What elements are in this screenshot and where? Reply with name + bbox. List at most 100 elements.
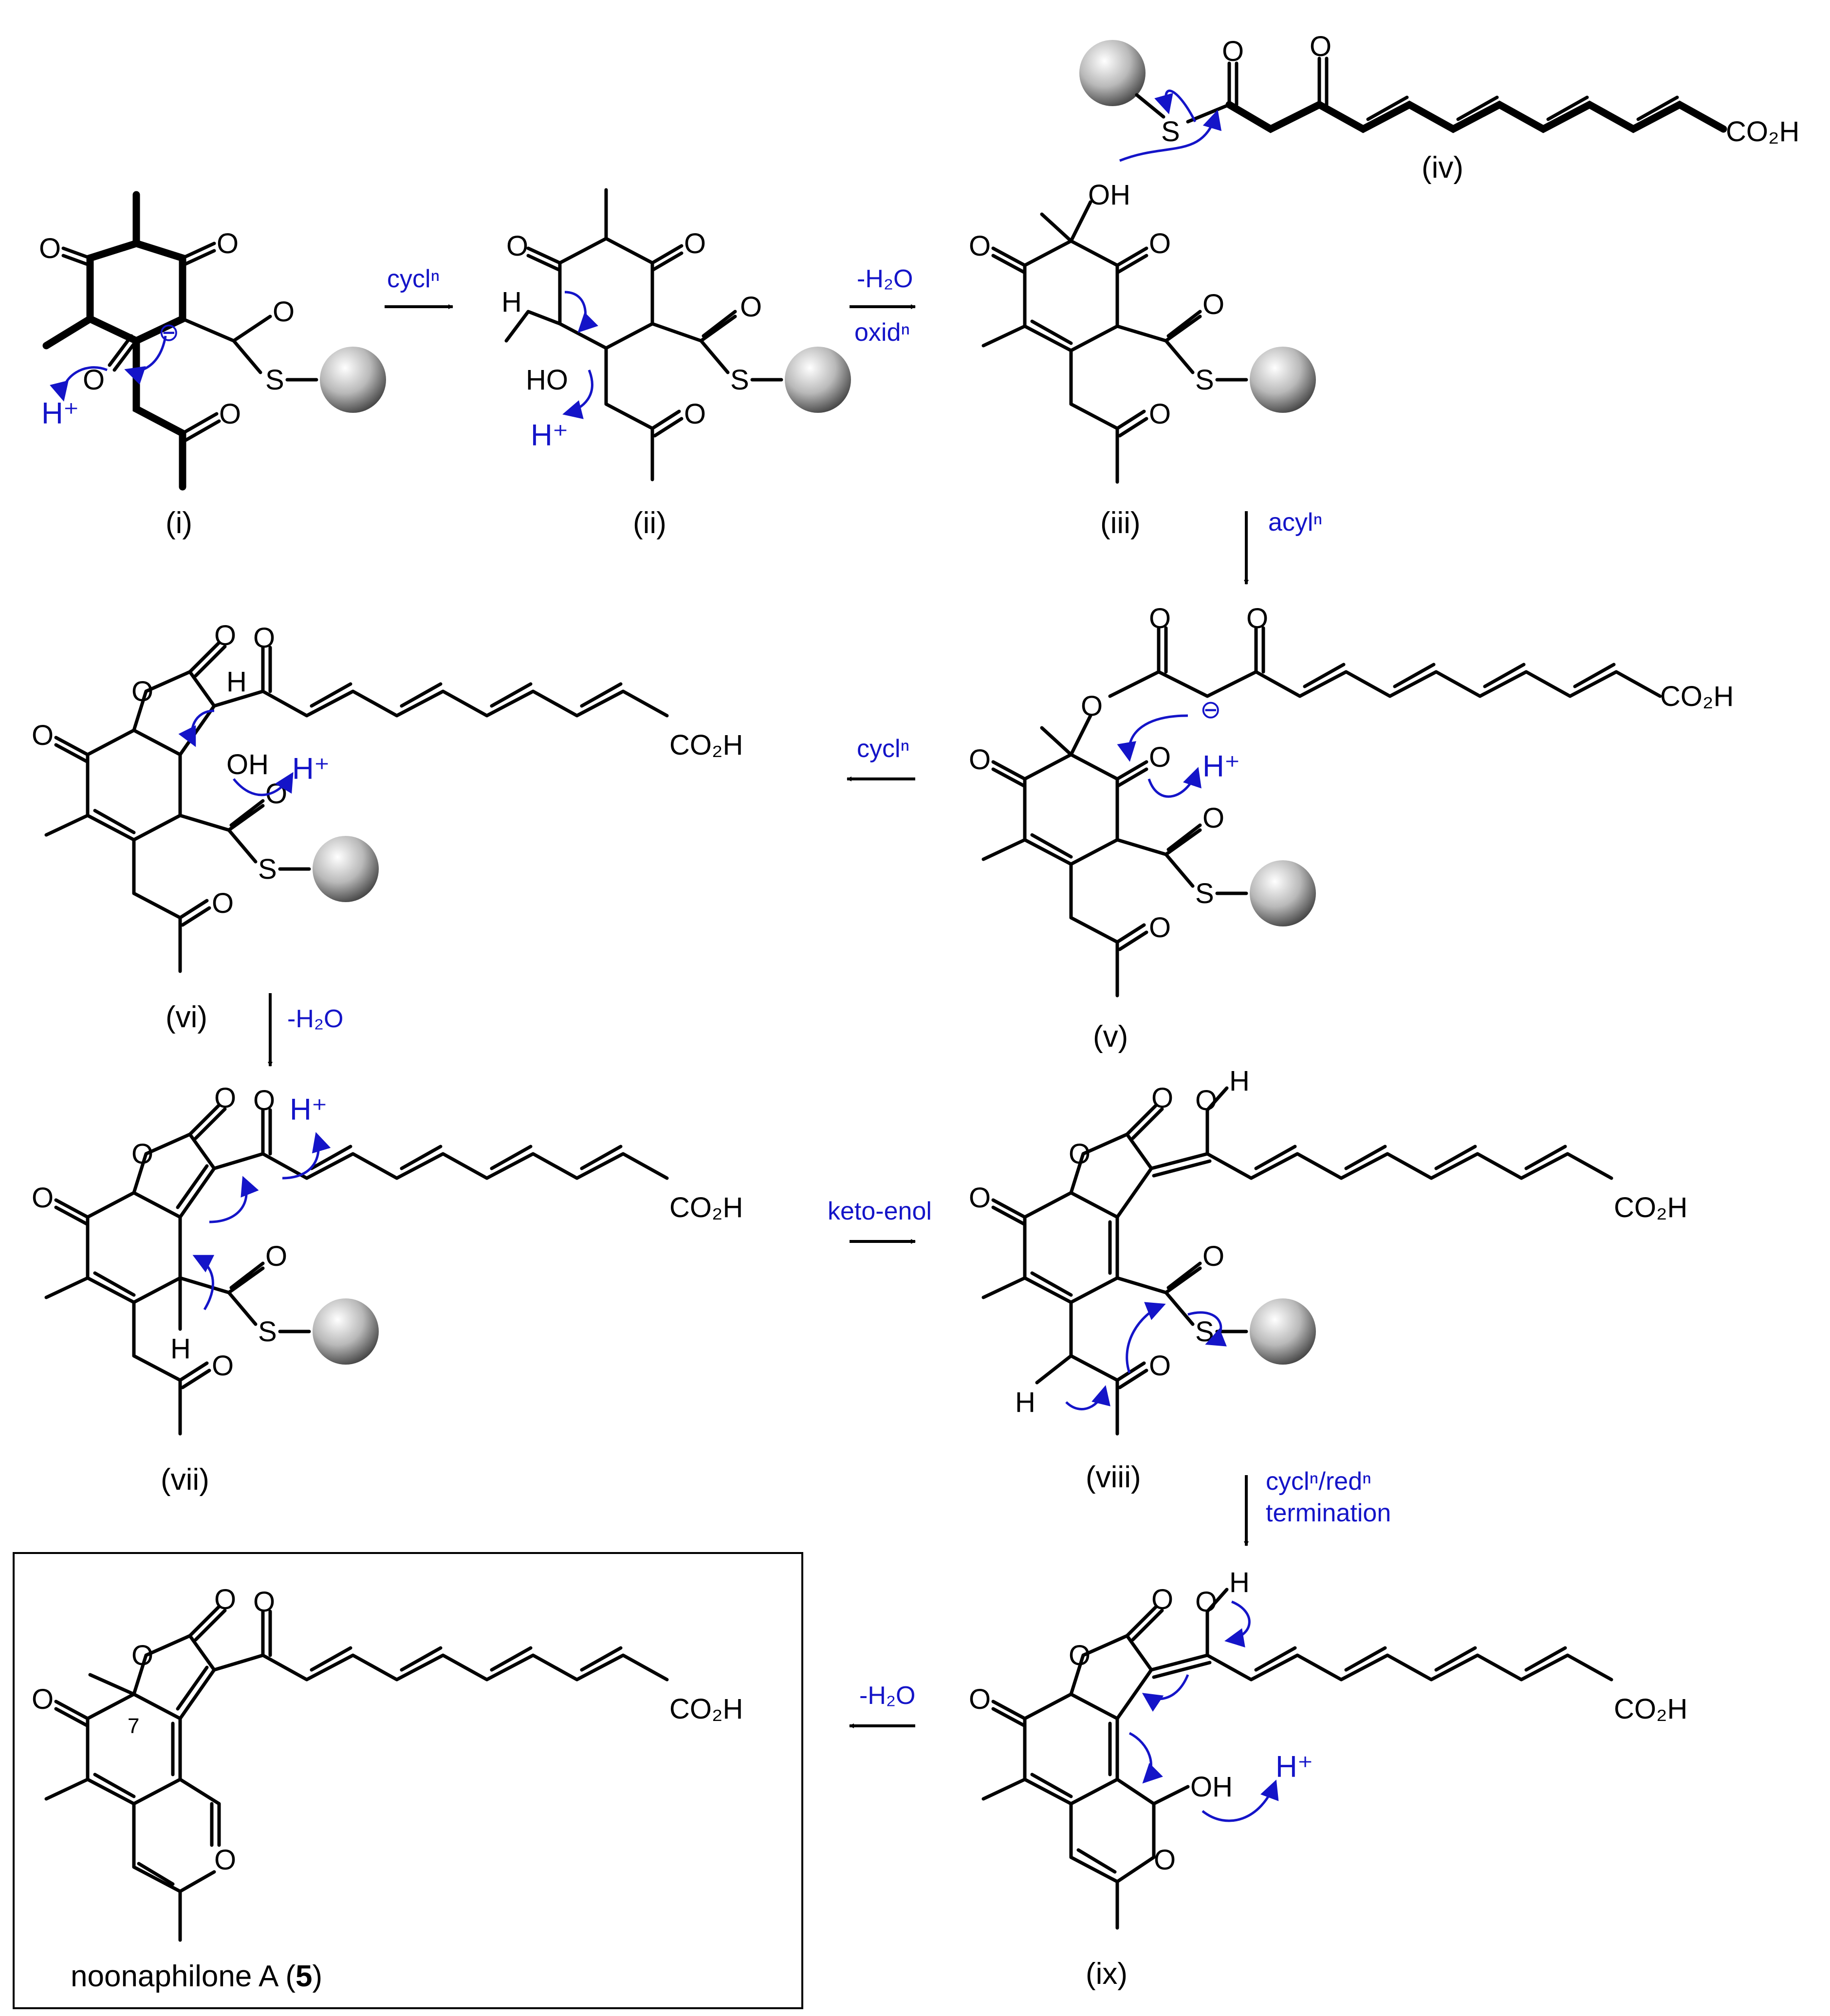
compound-iv: S O O CO₂H (iv) xyxy=(1079,31,1799,185)
step-label-keto-enol: keto-enol xyxy=(828,1197,932,1225)
compound-iii: OH O O O O S (iii) xyxy=(969,179,1316,540)
proton-label: H⁺ xyxy=(292,752,330,786)
carboxylic-acid-label: CO₂H xyxy=(1614,1192,1687,1223)
hydrogen-label: H xyxy=(226,666,247,698)
oxygen-label: O xyxy=(217,228,239,259)
compound-v: O O O CO₂H ⊖ O O O O S H⁺ (v) xyxy=(969,603,1734,1054)
compound-label-v: (v) xyxy=(1093,1020,1128,1054)
oxygen-label: O xyxy=(131,1138,153,1170)
oxygen-label: O xyxy=(1149,228,1171,259)
oxygen-label: O xyxy=(219,398,241,430)
oxygen-label: O xyxy=(684,228,706,259)
oxygen-label: O xyxy=(1202,289,1224,320)
oxygen-label: O xyxy=(969,230,991,262)
oxygen-label: O xyxy=(253,622,275,654)
hydrogen-label: H xyxy=(1229,1567,1250,1598)
oxygen-label: O xyxy=(1149,912,1171,943)
sulfur-label: S xyxy=(730,364,749,396)
carboxylic-acid-label: CO₂H xyxy=(669,1693,743,1725)
oxygen-label: O xyxy=(1149,1350,1171,1382)
oxygen-label: O xyxy=(39,233,61,264)
oxygen-label: O xyxy=(1151,1082,1173,1114)
compound-label-i: (i) xyxy=(166,506,192,540)
compound-i: O O O S O O ⊖ H⁺ (i) xyxy=(39,191,386,540)
enzyme-sphere xyxy=(1250,860,1316,926)
oxygen-label: O xyxy=(1246,603,1268,634)
compound-vi: O O H O OH CO₂H O O O S H⁺ (vi) xyxy=(32,620,743,1034)
product-name: noonaphilone A (5) xyxy=(71,1960,322,1993)
oxygen-label: O xyxy=(212,1350,234,1382)
enzyme-sphere xyxy=(320,347,386,413)
oxygen-label: O xyxy=(1154,1844,1176,1876)
oxygen-label: O xyxy=(265,1240,287,1272)
oxygen-label: O xyxy=(1149,741,1171,773)
oxygen-label: O xyxy=(969,744,991,776)
oxygen-label: O xyxy=(32,720,54,751)
oxygen-label: O xyxy=(32,1182,54,1214)
step-label-termination: termination xyxy=(1266,1499,1391,1527)
oxygen-label: O xyxy=(1222,36,1244,67)
sulfur-label: S xyxy=(265,364,284,396)
compound-label-iii: (iii) xyxy=(1100,506,1141,540)
carboxylic-acid-label: CO₂H xyxy=(1614,1693,1687,1725)
oxygen-label: O xyxy=(1195,1085,1217,1116)
step-label-cyclization: cyclⁿ xyxy=(387,265,440,293)
oxygen-label: O xyxy=(1069,1138,1091,1170)
compound-viii: O O O H CO₂H O H O O S (viii) xyxy=(969,1065,1687,1494)
compound-ii: O O O O H HO S H⁺ (ii) xyxy=(501,188,851,540)
enzyme-sphere xyxy=(1079,40,1146,106)
compound-label-ix: (ix) xyxy=(1086,1957,1128,1991)
oxygen-label: O xyxy=(253,1085,275,1116)
oxygen-label: O xyxy=(506,230,528,262)
proton-label: H⁺ xyxy=(1202,750,1240,783)
oxygen-label: O xyxy=(1149,398,1171,430)
proton-label: H⁺ xyxy=(41,397,79,430)
oxygen-label: O xyxy=(32,1683,54,1715)
enzyme-sphere xyxy=(1250,347,1316,413)
step-label-cyclization: cyclⁿ xyxy=(857,735,910,763)
hydroxyl-label: OH xyxy=(226,749,269,780)
oxygen-label: O xyxy=(253,1586,275,1618)
compound-vii: O O O CO₂H O H O O S H⁺ (vii) xyxy=(32,1082,743,1497)
oxygen-label: O xyxy=(1195,1586,1217,1618)
proton-label: H⁺ xyxy=(531,419,569,452)
oxygen-label: O xyxy=(212,888,234,919)
sulfur-label: S xyxy=(1161,116,1180,148)
compound-label-vi: (vi) xyxy=(166,1000,207,1034)
hydroxyl-label: HO xyxy=(526,364,568,396)
carbanion-minus: ⊖ xyxy=(1200,696,1221,724)
compound-label-ii: (ii) xyxy=(633,506,666,540)
proton-label: H⁺ xyxy=(1275,1750,1313,1784)
oxygen-label: O xyxy=(214,620,236,651)
proton-label: H⁺ xyxy=(290,1093,328,1127)
step-label-dehydration: -H₂O xyxy=(859,1682,916,1710)
oxygen-label: O xyxy=(1149,603,1171,634)
oxygen-label: O xyxy=(214,1082,236,1114)
compound-label-iv: (iv) xyxy=(1422,151,1463,185)
sulfur-label: S xyxy=(258,853,277,885)
enzyme-sphere xyxy=(1250,1298,1316,1365)
compound-label-viii: (viii) xyxy=(1086,1461,1141,1494)
hydroxyl-label: OH xyxy=(1088,179,1130,211)
compound-noonaphilone-a: O O O CO₂H O 7 O noonaphilone A (5) xyxy=(32,1584,743,1993)
hydrogen-label: H xyxy=(1229,1065,1250,1097)
carbanion-minus: ⊖ xyxy=(158,318,180,347)
hydrogen-label: H xyxy=(501,286,522,318)
carboxylic-acid-label: CO₂H xyxy=(1660,681,1734,712)
sulfur-label: S xyxy=(1195,364,1214,396)
compound-ix: O O O H CO₂H O O OH H⁺ (ix) xyxy=(969,1567,1687,1991)
compound-label-vii: (vii) xyxy=(161,1463,209,1497)
oxygen-label: O xyxy=(740,291,762,323)
step-label-cyclization-reduction: cyclⁿ/redⁿ xyxy=(1266,1467,1371,1496)
carboxylic-acid-label: CO₂H xyxy=(669,729,743,761)
step-label-acylation: acylⁿ xyxy=(1268,508,1322,536)
oxygen-label: O xyxy=(969,1683,991,1715)
step-label-dehydration: -H₂O xyxy=(857,265,913,293)
enzyme-sphere xyxy=(313,1298,379,1365)
oxygen-label: O xyxy=(969,1182,991,1214)
hydrogen-label: H xyxy=(170,1333,191,1365)
carboxylic-acid-label: CO₂H xyxy=(1726,116,1799,148)
oxygen-label: O xyxy=(684,398,706,430)
oxygen-label: O xyxy=(214,1584,236,1615)
oxygen-label: O xyxy=(1202,1240,1224,1272)
